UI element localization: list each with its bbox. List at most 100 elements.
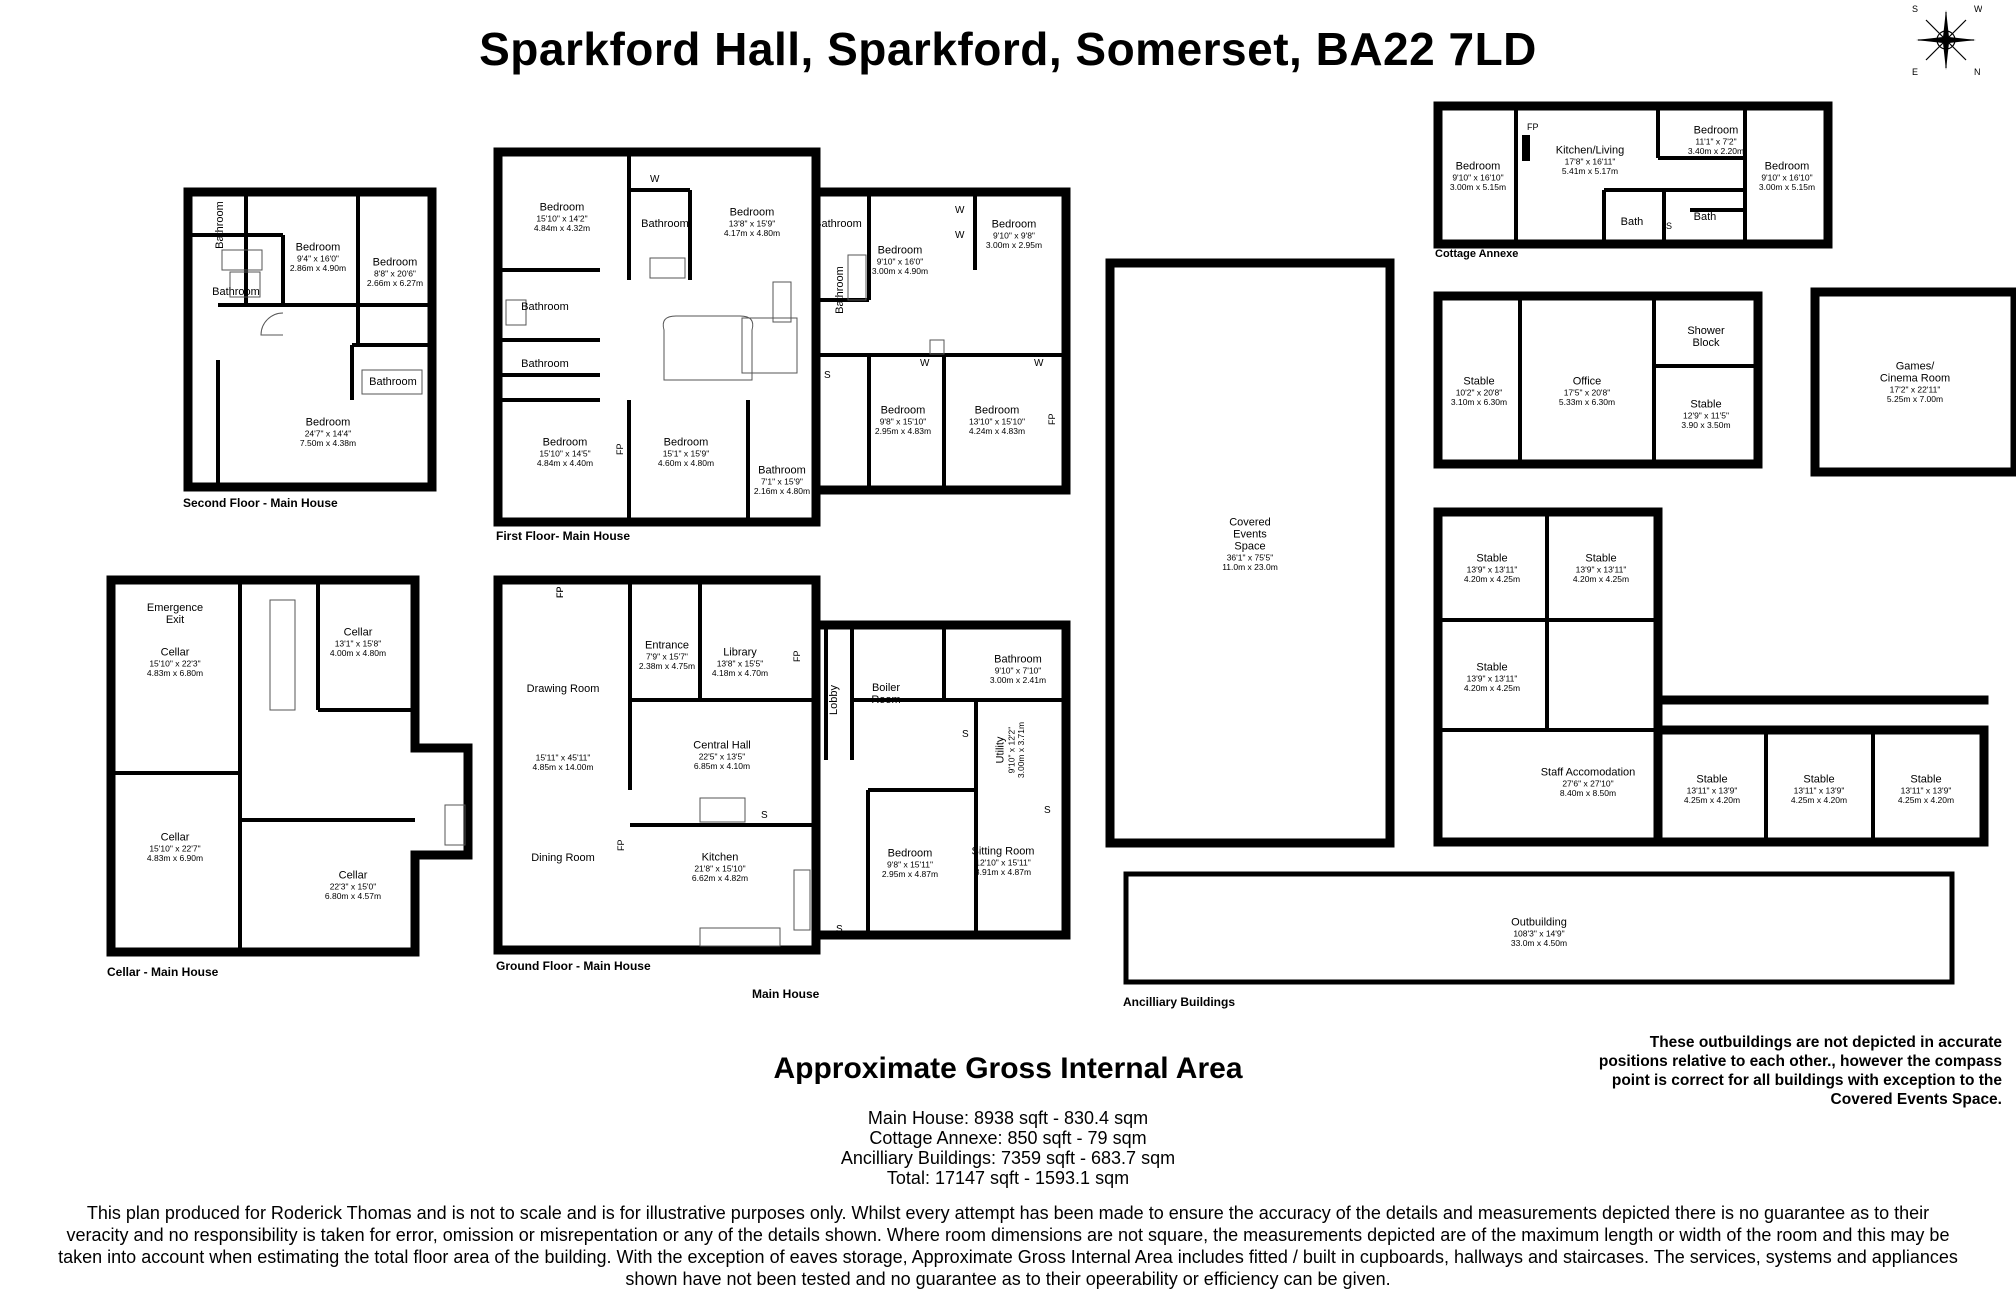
- room-dimensions: 36'1" x 75'5": [1227, 553, 1274, 563]
- room-name: Bedroom: [296, 242, 341, 254]
- room-dimensions: 3.91m x 4.87m: [975, 867, 1031, 877]
- fireplace-mark: FP: [792, 650, 802, 662]
- room-bathroom-b: Bathroom: [212, 286, 260, 298]
- wardrobe-mark: W: [920, 358, 930, 369]
- room-name: Bathroom: [994, 654, 1042, 666]
- room-name: Bedroom: [878, 245, 923, 257]
- room-name: Games/: [1896, 361, 1935, 373]
- room-dimensions: 4.84m x 4.32m: [534, 223, 590, 233]
- area-main-house: Main House: 8938 sqft - 830.4 sqm: [867, 1108, 1149, 1128]
- area-title: Approximate Gross Internal Area: [773, 1052, 1243, 1085]
- room-dimensions: 3.00m x 4.90m: [872, 266, 928, 276]
- room-name: Bathroom: [834, 266, 846, 314]
- room-dimensions: 12'10" x 15'11": [975, 858, 1030, 868]
- room-dimensions: 13'9" x 13'11": [1576, 565, 1627, 575]
- exterior-wall: [493, 575, 821, 955]
- room-name: Bedroom: [888, 848, 933, 860]
- wardrobe-mark: W: [955, 205, 965, 216]
- room-bathroom-c: Bathroom: [521, 358, 569, 370]
- compass-e: E: [1912, 67, 1918, 76]
- room-dimensions: 4.20m x 4.25m: [1464, 574, 1520, 584]
- compass-w: W: [1974, 4, 1982, 14]
- room-name: Staff Accomodation: [1541, 767, 1636, 779]
- room-dimensions: 10'2" x 20'8": [1456, 388, 1503, 398]
- room-name: Sitting Room: [972, 846, 1035, 858]
- room-name: Bedroom: [543, 437, 588, 449]
- room-dimensions: 13'11" x 13'9": [1687, 786, 1738, 796]
- plan-walls: [106, 101, 2016, 985]
- disclaimer: This plan produced for Roderick Thomas a…: [0, 1202, 2016, 1290]
- room-name: Stable: [1463, 376, 1494, 388]
- room-dimensions: 2.95m x 4.87m: [882, 869, 938, 879]
- room-bathroom-a: Bathroom: [214, 201, 226, 249]
- room-name: Shower: [1687, 325, 1725, 337]
- shower-mark: S: [1666, 221, 1672, 231]
- room-dimensions: 3.00m x 2.41m: [990, 675, 1046, 685]
- room-name: Lobby: [828, 685, 840, 715]
- room-dimensions: 2.16m x 4.80m: [754, 486, 810, 496]
- room-name: Cellar: [161, 647, 190, 659]
- fireplace-mark: FP: [615, 443, 625, 455]
- room-name: Central Hall: [693, 740, 750, 752]
- room-name: Office: [1573, 376, 1602, 388]
- main-house-caption: Main House: [752, 987, 820, 1001]
- fixture: [847, 254, 867, 301]
- outbuildings-note: These outbuildings are not depicted in a…: [1598, 1034, 2002, 1108]
- room-name: Bathroom: [758, 465, 806, 477]
- room-dimensions: 13'10" x 15'10": [969, 417, 1025, 427]
- room-dimensions: 27'6" x 27'10": [1562, 779, 1613, 789]
- room-dimensions: 4.25m x 4.20m: [1684, 795, 1740, 805]
- room-lobby: Lobby: [828, 685, 840, 715]
- cellar-caption: Cellar - Main House: [107, 965, 219, 979]
- room-bathroom-b: Bathroom: [521, 301, 569, 313]
- fixture: [929, 339, 945, 355]
- room-dimensions: 33.0m x 4.50m: [1511, 938, 1567, 948]
- room-name: Bathroom: [214, 201, 226, 249]
- room-dimensions: 13'8" x 15'9": [729, 219, 776, 229]
- room-name: Stable: [1910, 774, 1941, 786]
- room-dimensions: 3.40m x 2.20m: [1688, 146, 1744, 156]
- room-name: Cellar: [339, 870, 368, 882]
- room-name: Bathroom: [521, 358, 569, 370]
- room-name: Utility: [995, 736, 1007, 763]
- fixture: [444, 804, 466, 846]
- room-dimensions: 15'10" x 22'7": [149, 844, 200, 854]
- room-name: Bathroom: [212, 286, 260, 298]
- room-drawing-dims: 15'11" x 45'11"4.85m x 14.00m: [533, 753, 594, 773]
- room-dimensions: 4.18m x 4.70m: [712, 668, 768, 678]
- exterior-wall: [183, 187, 437, 492]
- room-dimensions: 13'11" x 13'9": [1901, 786, 1952, 796]
- area-ancillary: Ancilliary Buildings: 7359 sqft - 683.7 …: [840, 1148, 1176, 1168]
- disclaimer-line: shown have not been tested and no guaran…: [625, 1269, 1391, 1289]
- room-dimensions: 24'7" x 14'4": [305, 429, 352, 439]
- room-dimensions: 17'5" x 20'8": [1564, 388, 1611, 398]
- room-name: Space: [1234, 541, 1265, 553]
- room-dimensions: 5.33m x 6.30m: [1559, 397, 1615, 407]
- fireplace-mark: FP: [616, 839, 626, 851]
- room-dimensions: 3.00m x 3.71m: [1016, 722, 1026, 778]
- room-dimensions: 4.84m x 4.40m: [537, 458, 593, 468]
- plan-fixtures: [221, 135, 1530, 947]
- room-dimensions: 9'10" x 16'10": [1452, 173, 1503, 183]
- exterior-wall: [493, 147, 821, 527]
- room-dimensions: 4.83m x 6.90m: [147, 853, 203, 863]
